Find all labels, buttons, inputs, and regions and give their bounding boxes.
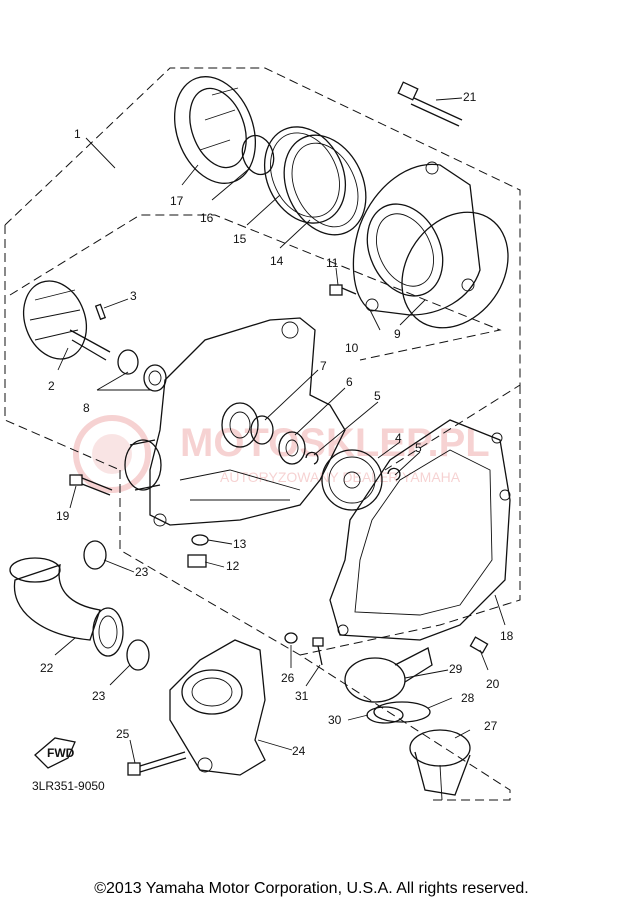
assembly-outline-bottom <box>119 470 511 801</box>
callout-25: 25 <box>116 727 130 741</box>
callout-9: 9 <box>394 327 401 341</box>
callout-23a: 23 <box>135 565 149 579</box>
callout-18: 18 <box>500 629 514 643</box>
callout-5a: 5 <box>374 389 381 403</box>
callout-30: 30 <box>328 713 342 727</box>
part-6-bearing <box>278 431 306 465</box>
part-23-oring-upper <box>83 540 107 570</box>
assembly-outline-right <box>299 385 521 656</box>
callout-5b: 5 <box>415 441 422 455</box>
callout-29: 29 <box>449 662 463 676</box>
fwd-label: FWD <box>47 746 75 760</box>
leader-lines <box>54 97 506 764</box>
part-28-gasket <box>373 701 431 723</box>
callout-1: 1 <box>74 127 81 141</box>
callout-26: 26 <box>281 671 295 685</box>
callout-27: 27 <box>484 719 498 733</box>
callout-31: 31 <box>295 689 309 703</box>
part-22-pipe <box>9 557 124 657</box>
part-26-plug <box>284 632 298 644</box>
part-27-thermostat <box>409 729 471 801</box>
part-8-seals <box>117 349 167 392</box>
part-3-pin <box>94 303 107 321</box>
part-13-washer <box>191 534 209 546</box>
callout-13: 13 <box>233 537 247 551</box>
part-23-oring-lower <box>126 639 150 671</box>
callout-7: 7 <box>320 359 327 373</box>
part-11-bolt <box>329 284 357 296</box>
part-2-impeller <box>23 280 111 361</box>
part-31-bolt <box>312 637 324 666</box>
callout-2: 2 <box>48 379 55 393</box>
callout-11: 11 <box>326 256 339 270</box>
fwd-arrow-icon: FWD <box>34 737 76 769</box>
part-9-oring <box>401 211 509 329</box>
callout-14: 14 <box>270 254 284 268</box>
part-17-seal <box>173 76 257 184</box>
callout-19: 19 <box>56 509 70 523</box>
callout-10: 10 <box>345 341 359 355</box>
diagram-code: 3LR351-9050 <box>32 779 105 793</box>
part-15-ring <box>263 126 347 224</box>
part-29-cover <box>344 647 433 703</box>
callout-28: 28 <box>461 691 475 705</box>
part-24-thermostat-housing <box>169 639 266 776</box>
callout-23b: 23 <box>92 689 106 703</box>
callout-3: 3 <box>130 289 137 303</box>
callout-labels: 1 2 3 4 5 5 6 7 8 9 10 11 12 13 14 15 16… <box>40 90 514 758</box>
part-4-gear <box>321 449 383 511</box>
part-7-bearing <box>250 415 274 445</box>
callout-4: 4 <box>395 431 402 445</box>
callout-12: 12 <box>226 559 240 573</box>
callout-8: 8 <box>83 401 90 415</box>
callout-24: 24 <box>292 744 306 758</box>
callout-22: 22 <box>40 661 54 675</box>
callout-20: 20 <box>486 677 500 691</box>
assembly-outline-top <box>4 67 521 471</box>
part-10-cover <box>352 161 481 316</box>
part-21-bolt <box>397 81 463 127</box>
callout-16: 16 <box>200 211 214 225</box>
part-18-gasket <box>329 419 511 641</box>
callout-6: 6 <box>346 375 353 389</box>
callout-21: 21 <box>463 90 477 104</box>
housing-seal <box>124 439 162 491</box>
callout-15: 15 <box>233 232 247 246</box>
callout-17: 17 <box>170 194 184 208</box>
assembly-outline-left <box>4 225 121 471</box>
exploded-parts-diagram: FWD 1 <box>4 67 521 801</box>
assembly-outline-inner <box>9 214 502 361</box>
part-25-bolt <box>127 751 187 776</box>
copyright-notice: ©2013 Yamaha Motor Corporation, U.S.A. A… <box>94 880 529 897</box>
part-12-plug <box>187 554 207 568</box>
part-19-bolt <box>69 474 113 496</box>
part-20-plug <box>469 636 489 654</box>
pump-housing <box>149 317 346 527</box>
part-14-ring <box>283 134 367 236</box>
